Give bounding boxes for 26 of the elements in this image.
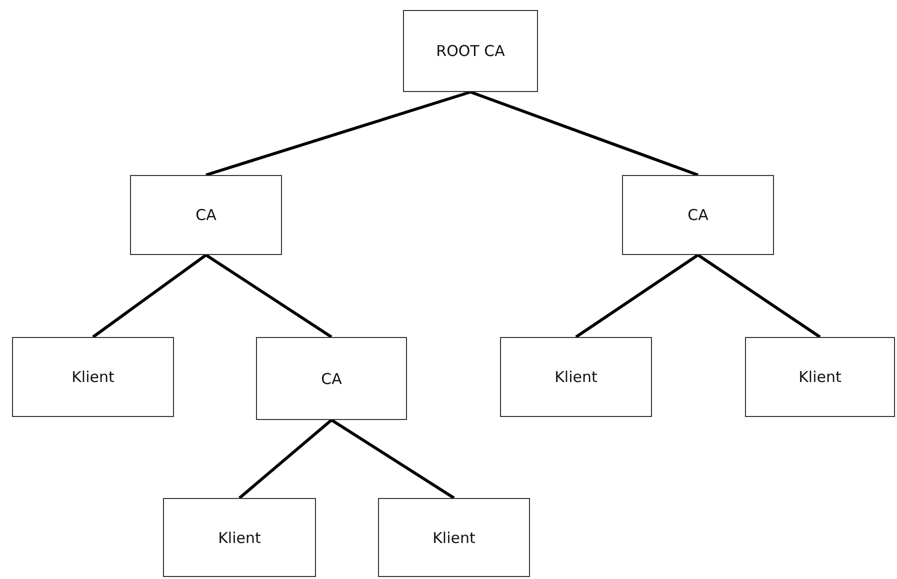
node-box [403, 10, 538, 92]
node-label: CA [196, 206, 216, 224]
connector-line [330, 418, 455, 500]
node-label: CA [688, 206, 708, 224]
connector-line [92, 254, 207, 338]
node-box [12, 337, 174, 417]
connector-line [575, 254, 699, 338]
connector-line [238, 418, 332, 500]
connector-line [697, 254, 821, 338]
connector-line [205, 254, 332, 338]
node-label: Klient [72, 368, 114, 386]
node-box [745, 337, 895, 417]
node-box [130, 175, 282, 255]
node-label: Klient [798, 368, 842, 386]
node-box [622, 175, 774, 255]
node-label: CA [321, 370, 342, 388]
node-label: Klient [554, 368, 598, 386]
node-label: Klient [218, 528, 261, 546]
node-box [256, 337, 407, 420]
connector-line [206, 90, 471, 176]
node-box [378, 498, 530, 577]
node-label: ROOT CA [436, 42, 505, 60]
connector-line [470, 90, 699, 176]
node-label: Klient [432, 528, 476, 546]
node-box [163, 498, 316, 577]
node-box [500, 337, 652, 417]
